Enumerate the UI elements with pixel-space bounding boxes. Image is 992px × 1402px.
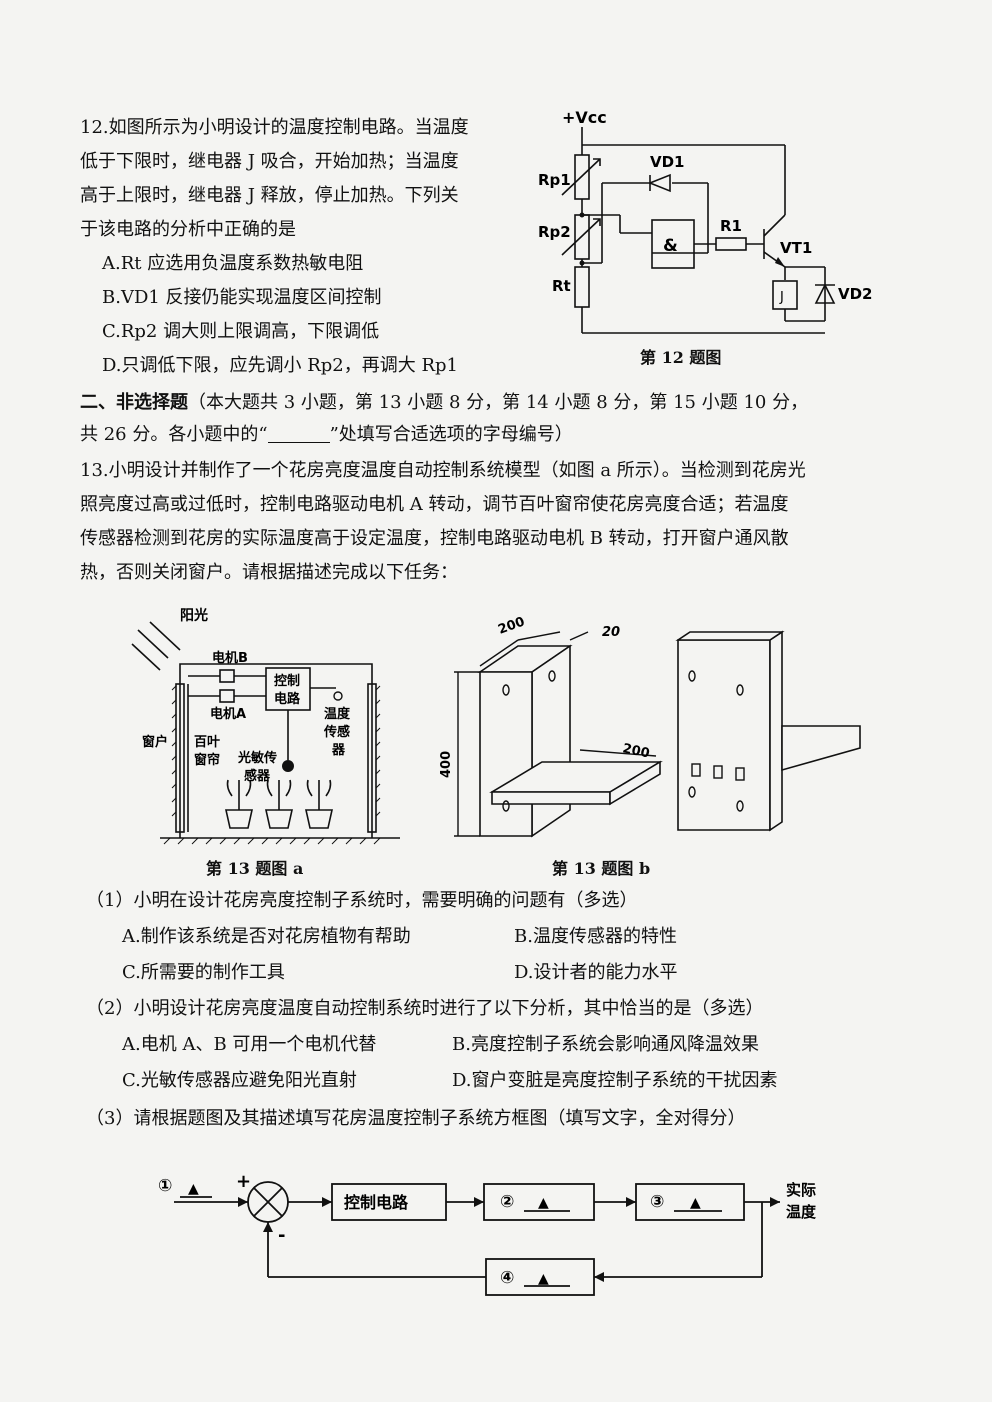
section2-line-1: 二、非选择题（本大题共 3 小题，第 13 小题 8 分，第 14 小题 8 分… <box>80 392 808 414</box>
block-number-1: ① <box>158 1176 172 1196</box>
light-sensor-icon <box>282 760 294 772</box>
block-blank-3-icon: ▲ <box>690 1195 701 1211</box>
label-blind-2: 窗帘 <box>194 752 220 768</box>
block-number-2: ② <box>500 1192 514 1212</box>
label-light-2: 感器 <box>244 768 271 784</box>
label-motor-b: 电机B <box>212 650 248 666</box>
q13-figure-b-caption: 第 13 题图 b <box>552 859 651 878</box>
label-light-1: 光敏传 <box>237 750 277 766</box>
label-dim-200-mid: 200 <box>621 741 651 761</box>
block-blank-4-icon: ▲ <box>538 1271 549 1287</box>
label-and-gate: & <box>663 236 678 256</box>
block-output-label-2: 温度 <box>786 1203 817 1221</box>
q12-option-b: B.VD1 反接仍能实现温度区间控制 <box>102 287 382 308</box>
q13-figure-b: 200 20 200 400 <box>439 614 861 838</box>
label-dim-400: 400 <box>439 751 454 778</box>
temperature-sensor-icon <box>333 691 343 701</box>
q12-line-2: 低于下限时，继电器 J 吸合，开始加热；当温度 <box>80 151 459 172</box>
section2-desc-1: （本大题共 3 小题，第 13 小题 8 分，第 14 小题 8 分，第 15 … <box>188 392 809 413</box>
sub3-stem: （3）请根据题图及其描述填写花房温度控制子系统方框图（填写文字，全对得分） <box>86 1108 746 1129</box>
label-rt: Rt <box>552 277 571 295</box>
q12-line-3: 高于上限时，继电器 J 释放，停止加热。下列关 <box>80 185 459 206</box>
section2-desc-2a: 共 26 分。各小题中的“ <box>80 424 268 445</box>
label-control-1: 控制 <box>274 673 300 689</box>
block-minus-sign: - <box>278 1225 285 1246</box>
block-number-4: ④ <box>500 1268 514 1288</box>
sub2-option-c: C.光敏传感器应避免阳光直射 <box>122 1070 357 1091</box>
temperature-control-block-diagram: ① ▲ + - 控制电路 ② ▲ ③ ▲ ④ ▲ 实际 温度 <box>158 1171 817 1296</box>
block-plus-sign: + <box>236 1171 251 1192</box>
sub1-option-b: B.温度传感器的特性 <box>514 926 677 947</box>
label-dim-20: 20 <box>602 625 620 640</box>
label-j: J <box>779 290 784 305</box>
label-vt1: VT1 <box>780 239 812 257</box>
sub2-option-a: A.电机 A、B 可用一个电机代替 <box>122 1034 377 1055</box>
q12-line-4: 于该电路的分析中正确的是 <box>80 219 296 240</box>
label-vd2: VD2 <box>838 285 873 303</box>
block-blank-1-icon: ▲ <box>188 1181 199 1197</box>
block-blank-2-icon: ▲ <box>538 1195 549 1211</box>
section2-heading: 二、非选择题 <box>80 392 188 413</box>
label-dim-200-top: 200 <box>496 614 527 637</box>
q13-figure-a: 阳光 电机B 电机A 控制 电路 窗户 百叶 窗帘 温度 传感 器 光敏传 感器 <box>131 607 400 845</box>
q12-line-1: 12.如图所示为小明设计的温度控制电路。当温度 <box>80 117 469 138</box>
label-sunlight: 阳光 <box>180 607 208 624</box>
block-output-label-1: 实际 <box>786 1181 816 1199</box>
q12-option-d: D.只调低下限，应先调小 Rp2，再调大 Rp1 <box>102 355 459 376</box>
q13-figure-a-caption: 第 13 题图 a <box>206 859 304 878</box>
label-temp-2: 传感 <box>323 724 350 740</box>
q13-line-1: 13.小明设计并制作了一个花房亮度温度自动控制系统模型（如图 a 所示）。当检测… <box>80 460 806 481</box>
label-motor-a: 电机A <box>210 706 246 722</box>
sub2-option-b: B.亮度控制子系统会影响通风降温效果 <box>452 1034 759 1055</box>
sub2-option-d: D.窗户变脏是亮度控制子系统的干扰因素 <box>452 1070 778 1091</box>
label-rp1: Rp1 <box>538 171 571 189</box>
label-temp-3: 器 <box>331 743 346 758</box>
section2-line-2: 共 26 分。各小题中的“ ”处填写合适选项的字母编号） <box>80 424 573 446</box>
sub1-option-c: C.所需要的制作工具 <box>122 962 285 983</box>
sub2-stem: （2）小明设计花房亮度温度自动控制系统时进行了以下分析，其中恰当的是（多选） <box>86 998 764 1019</box>
q12-figure-caption: 第 12 题图 <box>640 348 722 367</box>
label-temp-1: 温度 <box>324 706 351 722</box>
block-number-3: ③ <box>650 1192 664 1212</box>
label-blind-1: 百叶 <box>194 735 220 750</box>
label-window: 窗户 <box>142 734 168 750</box>
sub1-stem: （1）小明在设计花房亮度控制子系统时，需要明确的问题有（多选） <box>86 890 638 911</box>
sub1-option-a: A.制作该系统是否对花房植物有帮助 <box>122 926 411 947</box>
label-vcc: +Vcc <box>562 108 607 127</box>
label-control-2: 电路 <box>274 691 301 707</box>
label-rp2: Rp2 <box>538 223 571 241</box>
block-control-circuit-label: 控制电路 <box>344 1193 409 1212</box>
label-vd1: VD1 <box>650 153 685 171</box>
answer-blank-example <box>267 425 330 443</box>
section2-desc-2b: ”处填写合适选项的字母编号） <box>329 424 573 445</box>
q13-line-4: 热，否则关闭窗户。请根据描述完成以下任务： <box>80 562 458 583</box>
q12-circuit-diagram: +Vcc Rp1 Rp2 Rt VD1 & R1 VT1 J VD2 <box>538 108 873 334</box>
q13-line-2: 照亮度过高或过低时，控制电路驱动电机 A 转动，调节百叶窗帘使花房亮度合适；若温… <box>80 494 789 515</box>
label-r1: R1 <box>720 217 742 235</box>
q13-line-3: 传感器检测到花房的实际温度高于设定温度，控制电路驱动电机 B 转动，打开窗户通风… <box>80 528 789 549</box>
sub1-option-d: D.设计者的能力水平 <box>514 962 678 983</box>
q12-option-a: A.Rt 应选用负温度系数热敏电阻 <box>102 253 364 274</box>
q12-option-c: C.Rp2 调大则上限调高，下限调低 <box>102 321 380 342</box>
